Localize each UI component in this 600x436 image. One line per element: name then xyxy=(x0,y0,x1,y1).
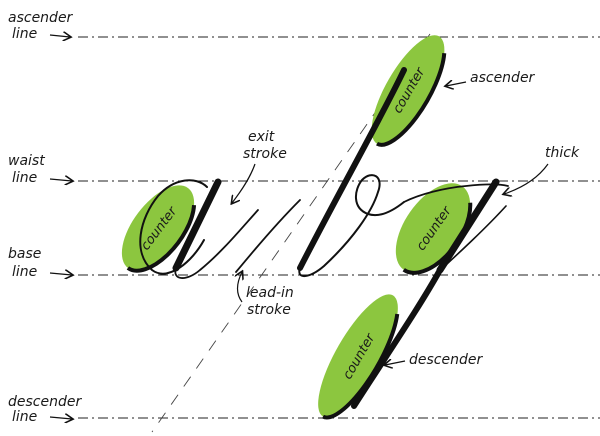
ascender-callout: ascender xyxy=(446,70,536,86)
letter-b-bowl xyxy=(298,174,405,277)
svg-text:lead-in: lead-in xyxy=(246,285,294,301)
svg-text:line: line xyxy=(12,170,37,186)
ascender-line-label: ascender line xyxy=(8,10,74,42)
svg-text:ascender: ascender xyxy=(8,10,74,26)
base-line-label: base line xyxy=(8,246,72,280)
svg-text:line: line xyxy=(12,409,37,425)
descender-line-label: descender line xyxy=(8,394,82,425)
svg-text:waist: waist xyxy=(8,153,45,169)
arrow-icon xyxy=(446,82,467,86)
svg-text:thick: thick xyxy=(545,145,580,161)
descender-callout: descender xyxy=(385,352,483,368)
waist-line-label: waist line xyxy=(8,153,72,186)
letter-g-descender-thick xyxy=(351,267,443,409)
guide-lines xyxy=(78,36,600,419)
arrow-icon xyxy=(49,35,70,37)
lead-in-stroke-callout: lead-in stroke xyxy=(238,272,294,318)
arrow-icon xyxy=(504,163,549,194)
svg-text:exit: exit xyxy=(248,129,275,145)
svg-text:ascender: ascender xyxy=(470,70,536,86)
letter-b-lead-in xyxy=(235,199,301,273)
counter-g-descender: counter xyxy=(318,294,400,420)
svg-text:base: base xyxy=(8,246,41,262)
letter-a-stem-thick xyxy=(172,178,222,272)
slant-guide-line xyxy=(151,33,431,433)
letter-a-exit-stroke xyxy=(174,209,259,279)
counter-b-ascender: counter xyxy=(371,35,447,147)
arrow-icon xyxy=(49,417,72,419)
letter-b-stem-thick xyxy=(297,67,407,271)
arrow-icon xyxy=(238,272,243,303)
svg-text:line: line xyxy=(12,26,37,42)
arrow-icon xyxy=(49,273,72,275)
exit-stroke-callout: exit stroke xyxy=(232,129,287,203)
svg-text:descender: descender xyxy=(409,352,483,368)
svg-text:stroke: stroke xyxy=(247,302,291,318)
letter-g-exit-stroke xyxy=(433,205,507,277)
arrow-icon xyxy=(49,179,72,181)
svg-text:descender: descender xyxy=(8,394,82,410)
letter-g-thick xyxy=(436,178,500,274)
arrow-icon xyxy=(232,163,256,203)
svg-text:stroke: stroke xyxy=(243,146,287,162)
letterforms xyxy=(139,67,509,409)
letter-g-hairline-top xyxy=(403,183,509,203)
arrow-icon xyxy=(385,361,406,365)
thick-callout: thick xyxy=(504,145,580,194)
svg-text:line: line xyxy=(12,264,37,280)
